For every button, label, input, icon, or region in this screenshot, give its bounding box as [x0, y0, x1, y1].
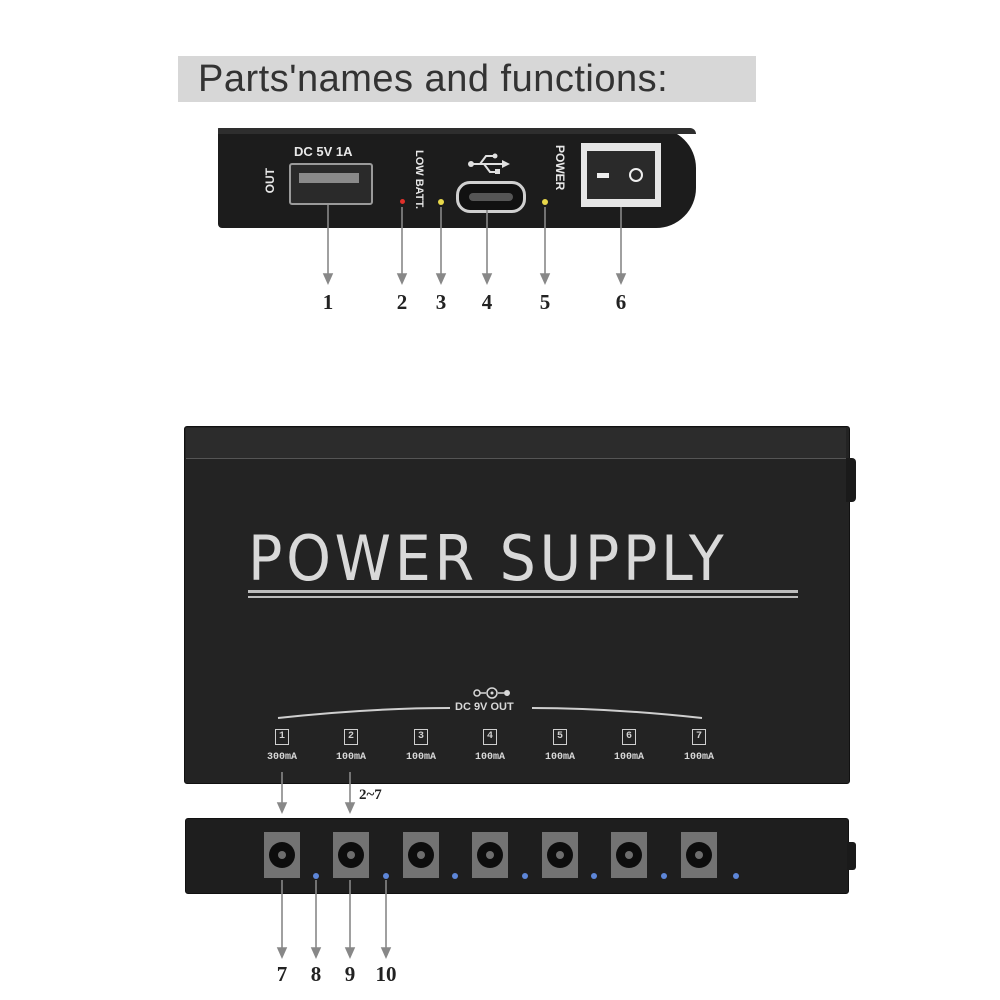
port-current-2: 100mA: [335, 752, 367, 763]
port-led-4: [522, 873, 528, 879]
usb-c-port[interactable]: [456, 181, 526, 213]
callout-9: 9: [344, 962, 356, 986]
dc-jack-5[interactable]: [542, 832, 578, 878]
dc-jack-3[interactable]: [403, 832, 439, 878]
usb-spec-label: DC 5V 1A: [294, 144, 353, 159]
dc-polarity-icon: [473, 687, 510, 699]
port-led-6: [661, 873, 667, 879]
callout-4: 4: [481, 290, 493, 314]
title-underline-2: [248, 596, 798, 598]
jack-pin: [625, 851, 633, 859]
product-title: POWER SUPPLY: [248, 522, 728, 595]
power-led: [542, 199, 548, 205]
callout-8: 8: [310, 962, 322, 986]
power-supply-body: [184, 426, 850, 784]
port-led-1: [313, 873, 319, 879]
jack-pin: [486, 851, 494, 859]
dc-jack-7[interactable]: [681, 832, 717, 878]
usb-a-port-tongue: [299, 173, 359, 183]
port-led-2: [383, 873, 389, 879]
jack-pin: [695, 851, 703, 859]
dc-jack-2[interactable]: [333, 832, 369, 878]
callout-2: 2: [396, 290, 408, 314]
switch-off-mark-icon: [629, 168, 643, 182]
dc-out-bracket: [277, 707, 703, 719]
port-current-7: 100mA: [683, 752, 715, 763]
port-number-1: 1: [275, 729, 289, 745]
port-number-6: 6: [622, 729, 636, 745]
dc-out-label: DC 9V OUT: [455, 701, 514, 713]
callout-1: 1: [322, 290, 334, 314]
port-led-5: [591, 873, 597, 879]
switch-on-mark-icon: [597, 173, 609, 178]
dc-jack-1[interactable]: [264, 832, 300, 878]
dc-jack-4[interactable]: [472, 832, 508, 878]
low-batt-label: LOW BATT.: [413, 150, 425, 210]
port-current-6: 100mA: [613, 752, 645, 763]
jack-pin: [417, 851, 425, 859]
callout-7: 7: [276, 962, 288, 986]
bottom-callout-lines: [276, 880, 392, 959]
top-device-panel-edge: [218, 128, 696, 134]
callout-10: 10: [375, 962, 397, 986]
callout-3: 3: [435, 290, 447, 314]
low-batt-led: [400, 199, 405, 204]
middle-callout-lines: [276, 772, 356, 814]
port-number-4: 4: [483, 729, 497, 745]
port-number-3: 3: [414, 729, 428, 745]
jack-pin: [278, 851, 286, 859]
usb-symbol-icon: [468, 153, 510, 174]
range-label: 2~7: [359, 787, 382, 803]
port-current-4: 100mA: [474, 752, 506, 763]
port-led-7: [733, 873, 739, 879]
usb-c-port-tongue: [469, 193, 513, 201]
usb-a-port[interactable]: [289, 163, 373, 205]
title-bar: [178, 56, 756, 102]
charge-led: [438, 199, 444, 205]
port-led-3: [452, 873, 458, 879]
power-switch-rocker: [587, 151, 655, 199]
power-supply-side-tab: [846, 458, 856, 502]
callout-6: 6: [615, 290, 627, 314]
jack-panel-side-tab: [847, 842, 856, 870]
title-underline-1: [248, 590, 798, 593]
jack-pin: [347, 851, 355, 859]
port-number-5: 5: [553, 729, 567, 745]
port-current-1: 300mA: [266, 752, 298, 763]
power-supply-top-edge: [186, 428, 846, 459]
callout-5: 5: [539, 290, 551, 314]
port-current-3: 100mA: [405, 752, 437, 763]
port-current-5: 100mA: [544, 752, 576, 763]
jack-pin: [556, 851, 564, 859]
port-number-7: 7: [692, 729, 706, 745]
power-label: POWER: [553, 145, 567, 191]
dc-jack-6[interactable]: [611, 832, 647, 878]
port-number-2: 2: [344, 729, 358, 745]
page-title: Parts'names and functions:: [198, 58, 669, 100]
top-callout-lines: [322, 205, 627, 285]
power-switch[interactable]: [581, 143, 661, 207]
